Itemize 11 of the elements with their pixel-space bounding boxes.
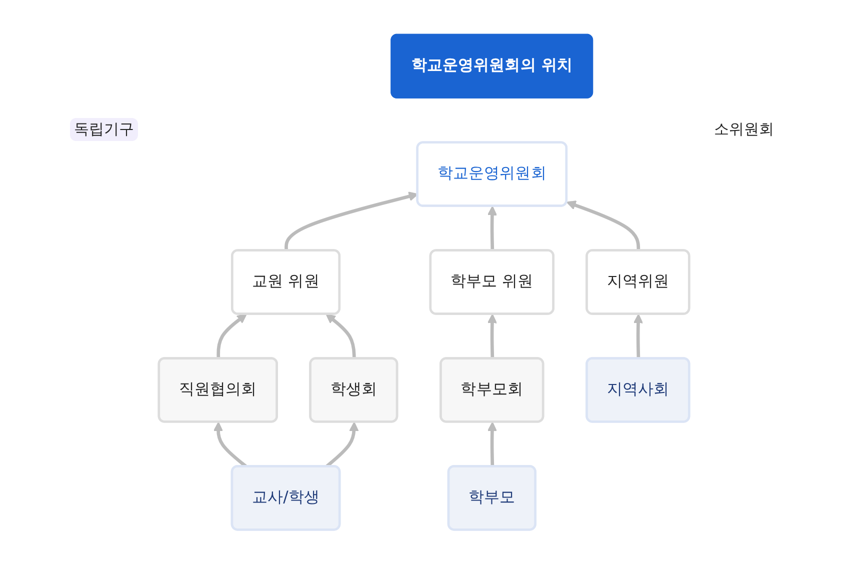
arrow: [487, 422, 498, 467]
arrow: [284, 192, 418, 251]
group-label: 독립기구: [70, 118, 138, 141]
arrow: [487, 206, 498, 251]
arrow: [216, 314, 247, 359]
arrow: [487, 314, 498, 359]
arrow: [633, 314, 644, 359]
arrow: [325, 422, 359, 468]
arrow: [326, 314, 356, 359]
group-label: 소위원회: [713, 119, 775, 140]
arrow: [566, 200, 640, 251]
